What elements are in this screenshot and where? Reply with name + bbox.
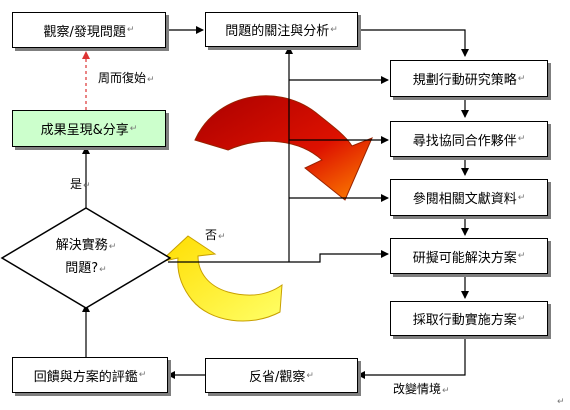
decision-diamond: [0, 207, 172, 309]
change-label: 改變情境↵: [393, 382, 450, 396]
no-label: 否↵: [205, 228, 226, 242]
implement-text: 採取行動實施方案: [412, 313, 517, 328]
partners-text: 尋找協同合作夥伴: [412, 133, 517, 149]
analyze-box: 問題的關注與分析↵: [205, 12, 358, 47]
end-paragraph-mark: ↵: [557, 397, 565, 407]
evaluate-box: 回饋與方案的評鑑↵: [12, 357, 168, 393]
literature-text: 參閱相關文獻資料: [412, 192, 517, 207]
decision-line-1: 解決實務: [55, 238, 108, 253]
analyze-text: 問題的關注與分析: [225, 24, 330, 39]
cycle-arrow-yellow: [158, 235, 283, 322]
plan-text: 規劃行動研究策略: [412, 73, 517, 88]
cycle-label: 周而復始↵: [98, 71, 155, 85]
decision-line-2: 問題?: [65, 261, 99, 276]
plan-box: 規劃行動研究策略↵: [390, 60, 548, 97]
partners-box: 尋找協同合作夥伴↵: [390, 121, 548, 157]
decision-text: 解決實務↵ 問題?↵: [55, 238, 117, 276]
reflect-box: 反省/觀察↵: [205, 358, 358, 393]
reflect-text: 反省/觀察: [249, 370, 306, 385]
propose-text: 研擬可能解決方案: [412, 250, 517, 266]
share-text: 成果呈現&分享: [40, 123, 129, 138]
observe-text: 觀察/發現問題: [43, 24, 126, 40]
yes-label: 是↵: [70, 177, 91, 191]
implement-box: 採取行動實施方案↵: [390, 301, 548, 336]
share-box: 成果呈現&分享↵: [12, 110, 166, 147]
cycle-arrow-red: [194, 95, 373, 201]
observe-box: 觀察/發現問題↵: [12, 12, 166, 48]
literature-box: 參閱相關文獻資料↵: [390, 179, 548, 216]
propose-box: 研擬可能解決方案↵: [390, 238, 548, 274]
evaluate-text: 回饋與方案的評鑑: [33, 369, 138, 385]
